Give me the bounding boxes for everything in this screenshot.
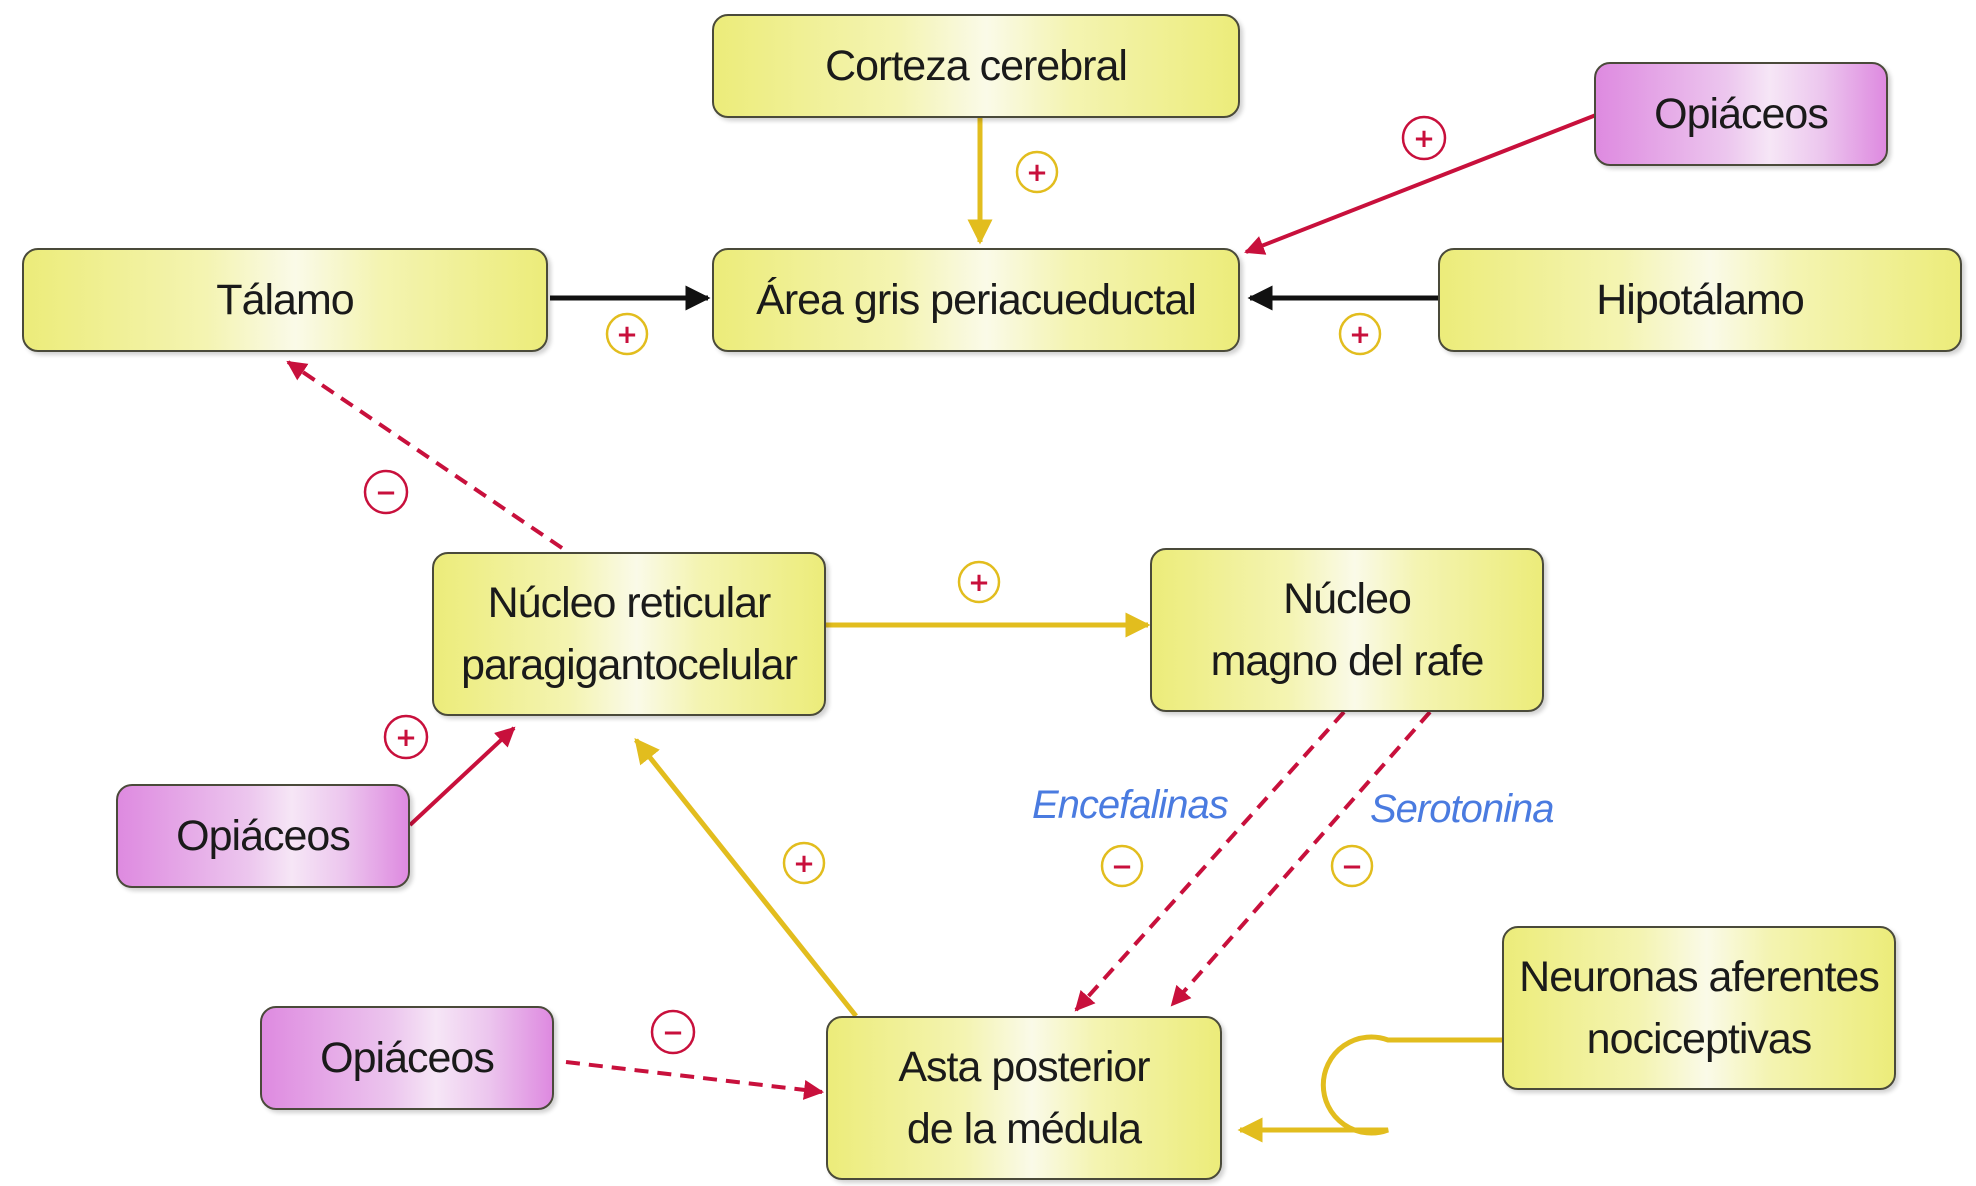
sign-plus-opiaceos-top: + <box>1401 115 1447 161</box>
node-area-gris-periacueductal: Área gris periacueductal <box>712 248 1240 352</box>
node-opiaceos-top: Opiáceos <box>1594 62 1888 166</box>
svg-text:+: + <box>1349 320 1371 350</box>
node-nucleo-reticular-paragigantocelular: Núcleo reticular paragigantocelular <box>432 552 826 716</box>
node-opiaceos-mid: Opiáceos <box>116 784 410 888</box>
label-serotonina: Serotonina <box>1370 787 1553 831</box>
arrow-opiaceos-to-nrpg <box>408 726 516 827</box>
arrow-serotonina-to-asta <box>1170 710 1432 1007</box>
node-opiaceos-bottom: Opiáceos <box>260 1006 554 1110</box>
node-nucleo-magno-del-rafe: Núcleo magno del rafe <box>1150 548 1544 712</box>
node-nrpg-label-line1: Núcleo reticular <box>487 578 772 627</box>
sign-plus-nmr: + <box>957 560 1001 604</box>
arrow-asta-to-nrpg <box>634 738 858 1018</box>
svg-text:+: + <box>395 723 417 753</box>
node-nmr-label-line1: Núcleo <box>1283 574 1412 623</box>
sign-plus-corteza: + <box>1015 150 1059 194</box>
sign-plus-talamo: + <box>605 312 649 356</box>
arrow-nrpg-to-talamo <box>286 360 564 550</box>
node-opiaceos-top-label: Opiáceos <box>1654 89 1829 138</box>
svg-text:+: + <box>1413 124 1435 154</box>
node-talamo: Tálamo <box>22 248 548 352</box>
node-hipotalamo: Hipotálamo <box>1438 248 1962 352</box>
svg-text:+: + <box>1026 158 1048 188</box>
label-encefalinas: Encefalinas <box>1032 783 1229 827</box>
node-asta-posterior-medula: Asta posterior de la médula <box>826 1016 1222 1180</box>
node-asta-label-line2: de la médula <box>906 1105 1142 1153</box>
node-neuronas-aferentes-nociceptivas: Neuronas aferentes nociceptivas <box>1502 926 1896 1090</box>
svg-text:−: − <box>1111 852 1133 882</box>
sign-plus-hipotalamo: + <box>1338 312 1382 356</box>
node-opiaceos-bottom-label: Opiáceos <box>320 1033 495 1082</box>
node-nrpg-label-line2: paragigantocelular <box>461 641 798 689</box>
svg-text:−: − <box>1341 852 1363 882</box>
sign-plus-opiaceos-mid: + <box>383 714 429 760</box>
node-opiaceos-mid-label: Opiáceos <box>176 811 351 860</box>
node-nmr-label-line2: magno del rafe <box>1210 637 1485 685</box>
node-corteza-label: Corteza cerebral <box>825 41 1128 90</box>
node-neuronas-label-line2: nociceptivas <box>1586 1015 1813 1063</box>
sign-minus-opiaceos-bottom: − <box>650 1009 696 1055</box>
sign-minus-serotonina: − <box>1330 844 1374 888</box>
arrow-neuronas-to-asta <box>1237 1034 1502 1143</box>
node-neuronas-label-line1: Neuronas aferentes <box>1519 952 1880 1001</box>
sign-plus-asta: + <box>782 841 826 885</box>
node-agp-label: Área gris periacueductal <box>756 275 1197 324</box>
sign-minus-talamo: − <box>363 469 409 515</box>
node-hipotalamo-label: Hipotálamo <box>1596 275 1804 324</box>
svg-text:−: − <box>375 478 397 508</box>
svg-text:+: + <box>968 568 990 598</box>
node-corteza-cerebral: Corteza cerebral <box>712 14 1240 118</box>
node-talamo-label: Tálamo <box>216 275 354 324</box>
svg-text:+: + <box>793 849 815 879</box>
node-asta-label-line1: Asta posterior <box>898 1042 1150 1091</box>
sign-minus-encefalinas: − <box>1100 844 1144 888</box>
arrow-encefalinas-to-asta <box>1074 710 1346 1012</box>
arrow-opiaceos-to-agp <box>1244 113 1597 255</box>
svg-text:−: − <box>662 1018 684 1048</box>
svg-text:+: + <box>616 320 638 350</box>
arrow-opiaceos-to-asta <box>565 1060 824 1100</box>
